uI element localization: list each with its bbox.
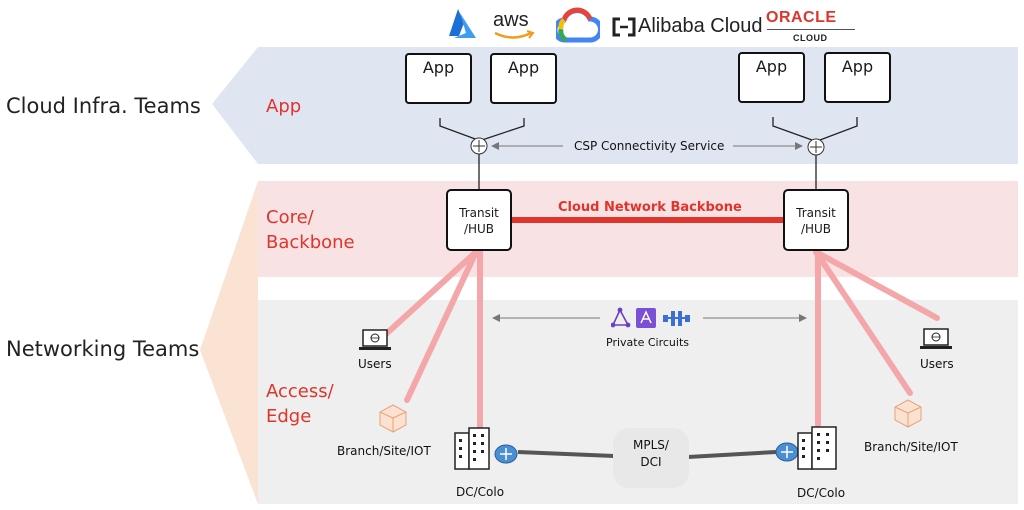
branch-building-icon xyxy=(894,399,922,428)
branch-building-icon xyxy=(379,404,407,433)
branch-right-label: Branch/Site/IOT xyxy=(864,440,958,454)
oracle-logo: ORACLE xyxy=(766,9,837,26)
datacenter-icon xyxy=(775,426,837,470)
mpls-link-right xyxy=(687,450,777,459)
app-box-right-a: App xyxy=(738,52,805,103)
mpls-link-left xyxy=(517,450,615,458)
laptop-icon xyxy=(920,328,952,349)
mpls-label-2: DCI xyxy=(640,455,662,469)
core-layer-label-2: Backbone xyxy=(266,232,355,253)
dc-left-label: DC/Colo xyxy=(456,485,505,499)
app-layer-label: App xyxy=(266,96,302,117)
direct-connect-icon xyxy=(636,308,656,328)
access-links-right xyxy=(813,249,940,428)
app-layer-band xyxy=(258,47,1018,164)
cloud-team-chevron xyxy=(212,47,258,164)
datacenter-icon xyxy=(454,427,518,470)
google-cloud-icon xyxy=(556,7,600,43)
users-left-label: Users xyxy=(358,357,392,371)
access-layer-label-1: Access/ xyxy=(266,381,334,402)
mpls-cloud xyxy=(613,428,689,488)
hub-right-line2: /HUB xyxy=(800,222,832,236)
cloud-infra-teams-label: Cloud Infra. Teams xyxy=(6,94,201,118)
core-layer-band xyxy=(258,181,1018,277)
access-links-left xyxy=(372,249,483,431)
csp-connectivity-label: CSP Connectivity Service xyxy=(574,139,725,153)
app-box-left-b: App xyxy=(490,53,557,104)
private-circuit-icons xyxy=(611,307,690,328)
alibaba-cloud-icon xyxy=(612,17,636,37)
aws-logo: aws xyxy=(493,9,529,31)
branch-left-label: Branch/Site/IOT xyxy=(337,444,431,458)
router-disk-icon xyxy=(494,444,518,464)
hub-right-line1: Transit xyxy=(796,206,836,220)
hub-left-line1: Transit xyxy=(459,206,499,220)
hub-left-line2: /HUB xyxy=(463,222,495,236)
oracle-cloud-label: CLOUD xyxy=(793,33,828,43)
core-layer-label-1: Core/ xyxy=(266,207,314,228)
dc-right-label: DC/Colo xyxy=(797,486,846,500)
triangle-network-icon xyxy=(611,307,631,328)
laptop-icon xyxy=(359,329,391,350)
users-right-label: Users xyxy=(920,357,954,371)
transit-hub-left: Transit /HUB xyxy=(446,189,512,251)
oracle-divider xyxy=(767,29,855,30)
backbone-label: Cloud Network Backbone xyxy=(558,200,742,215)
interconnect-icon xyxy=(663,311,690,326)
mpls-label-1: MPLS/ xyxy=(633,438,669,452)
router-disk-icon xyxy=(775,442,799,462)
access-layer-label-2: Edge xyxy=(266,406,312,427)
app-box-left-a: App xyxy=(405,53,472,104)
networking-teams-label: Networking Teams xyxy=(6,337,200,361)
networking-team-chevron xyxy=(200,181,258,504)
private-circuits-label: Private Circuits xyxy=(606,336,689,349)
alibaba-cloud-logo: Alibaba Cloud xyxy=(638,15,763,37)
app-router-links xyxy=(439,117,858,190)
aws-smile-icon xyxy=(494,30,535,39)
azure-logo-icon xyxy=(449,9,476,38)
app-box-right-b: App xyxy=(824,52,891,103)
transit-hub-right: Transit /HUB xyxy=(783,189,849,251)
